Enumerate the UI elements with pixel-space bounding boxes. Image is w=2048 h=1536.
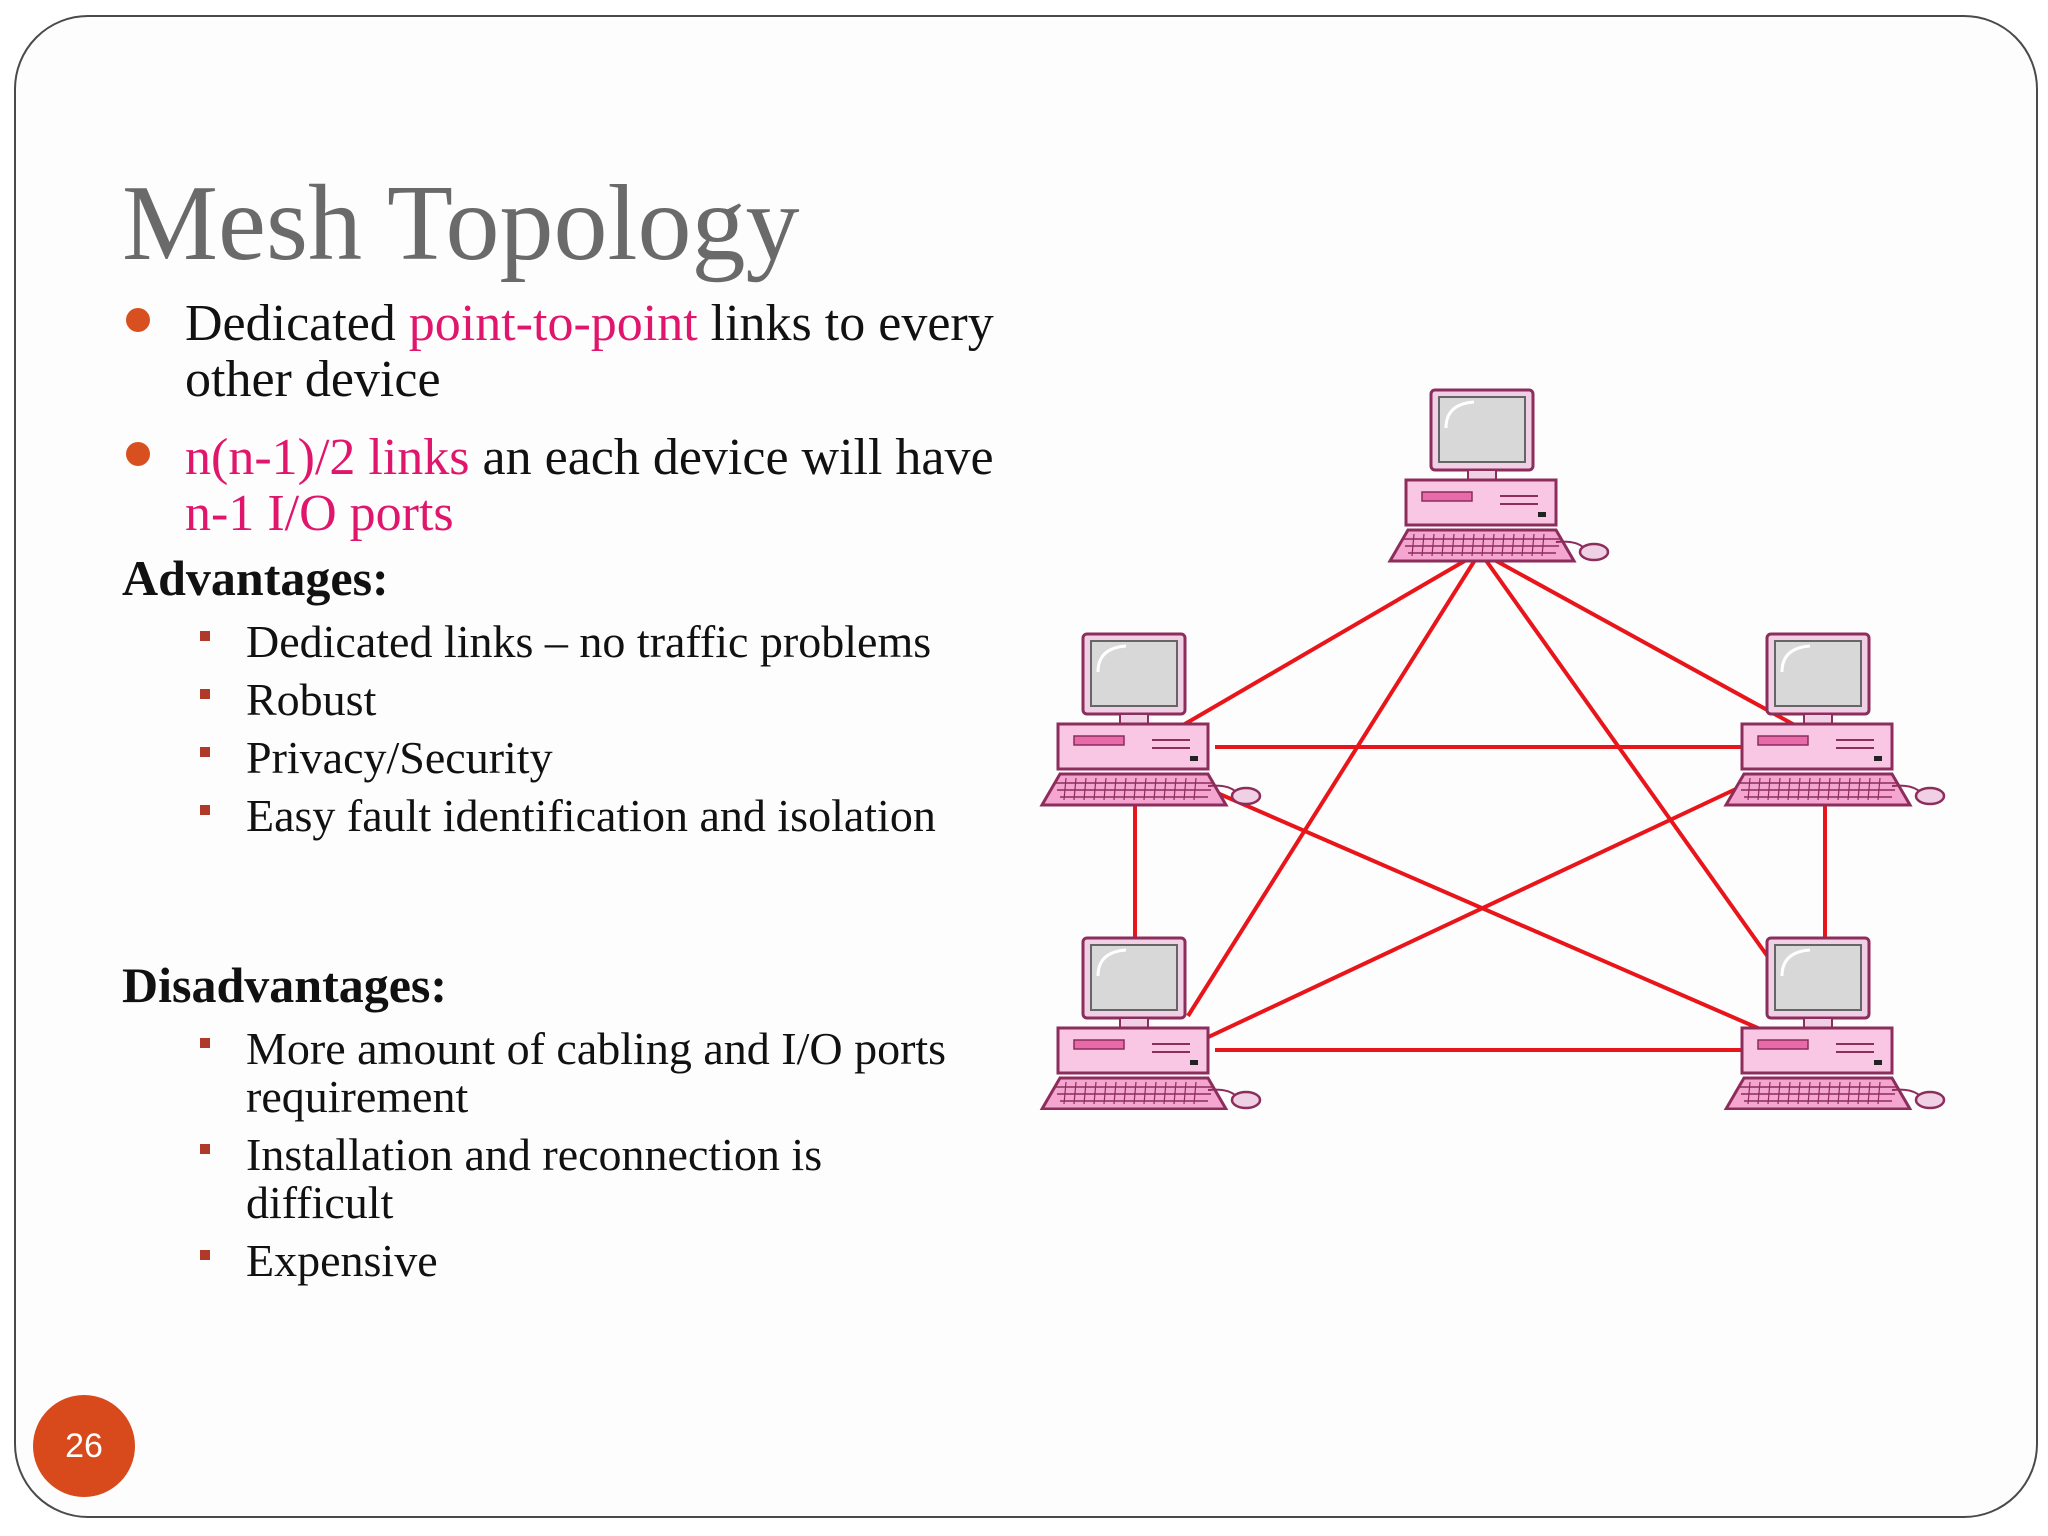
bullet-emphasis: point-to-point [408, 295, 698, 352]
list-item: Easy fault identification and isolation [197, 792, 957, 840]
computer-mid-right-desktop-computer-icon [1723, 632, 1946, 807]
page-number-badge: 26 [33, 1395, 135, 1497]
square-bullet-icon [200, 1250, 210, 1260]
bullet-text: links to every other device [185, 295, 994, 408]
square-bullet-icon [200, 1144, 210, 1154]
bullet-text: an each device will have [469, 429, 994, 486]
mesh-link-0-2 [1479, 550, 1801, 730]
bullet-dot-icon [126, 442, 150, 466]
mesh-link-0-3 [1186, 550, 1482, 1018]
list-item: More amount of cabling and I/O ports req… [197, 1025, 957, 1121]
square-bullet-icon [200, 631, 210, 641]
mesh-link-1-4 [1214, 790, 1791, 1044]
list-item: Installation and reconnection is difficu… [197, 1131, 957, 1227]
bullet-text: Dedicated [185, 295, 409, 352]
advantages-list: Dedicated links – no traffic problems Ro… [197, 618, 957, 850]
main-bullets: Dedicated point-to-point links to every … [122, 296, 1002, 564]
bullet-emphasis: n(n-1)/2 links [185, 429, 470, 486]
square-bullet-icon [200, 747, 210, 757]
slide-title: Mesh Topology [122, 164, 800, 283]
mesh-link-2-3 [1184, 786, 1739, 1050]
list-item: Privacy/Security [197, 734, 957, 782]
mesh-topology-diagram [1039, 388, 1946, 1110]
mesh-link-0-4 [1478, 550, 1812, 1018]
advantages-heading: Advantages: [122, 550, 389, 606]
computer-bottom-left-desktop-computer-icon [1039, 936, 1262, 1110]
mesh-link-0-1 [1176, 550, 1482, 730]
disadvantages-heading: Disadvantages: [122, 957, 448, 1013]
computer-bottom-right-desktop-computer-icon [1723, 936, 1946, 1110]
list-item: Robust [197, 676, 957, 724]
computer-top-desktop-computer-icon [1387, 388, 1610, 563]
mesh-nodes [1039, 388, 1946, 1110]
slide-frame [14, 15, 2038, 1518]
mesh-links [1133, 550, 1827, 1052]
bullet-item: n(n-1)/2 links an each device will have … [122, 430, 1002, 542]
square-bullet-icon [200, 805, 210, 815]
bullet-dot-icon [126, 308, 150, 332]
bullet-emphasis: n-1 I/O ports [185, 485, 454, 542]
bullet-item: Dedicated point-to-point links to every … [122, 296, 1002, 408]
list-item: Expensive [197, 1237, 957, 1285]
disadvantages-list: More amount of cabling and I/O ports req… [197, 1025, 957, 1295]
list-item: Dedicated links – no traffic problems [197, 618, 957, 666]
computer-mid-left-desktop-computer-icon [1039, 632, 1262, 807]
square-bullet-icon [200, 689, 210, 699]
square-bullet-icon [200, 1038, 210, 1048]
